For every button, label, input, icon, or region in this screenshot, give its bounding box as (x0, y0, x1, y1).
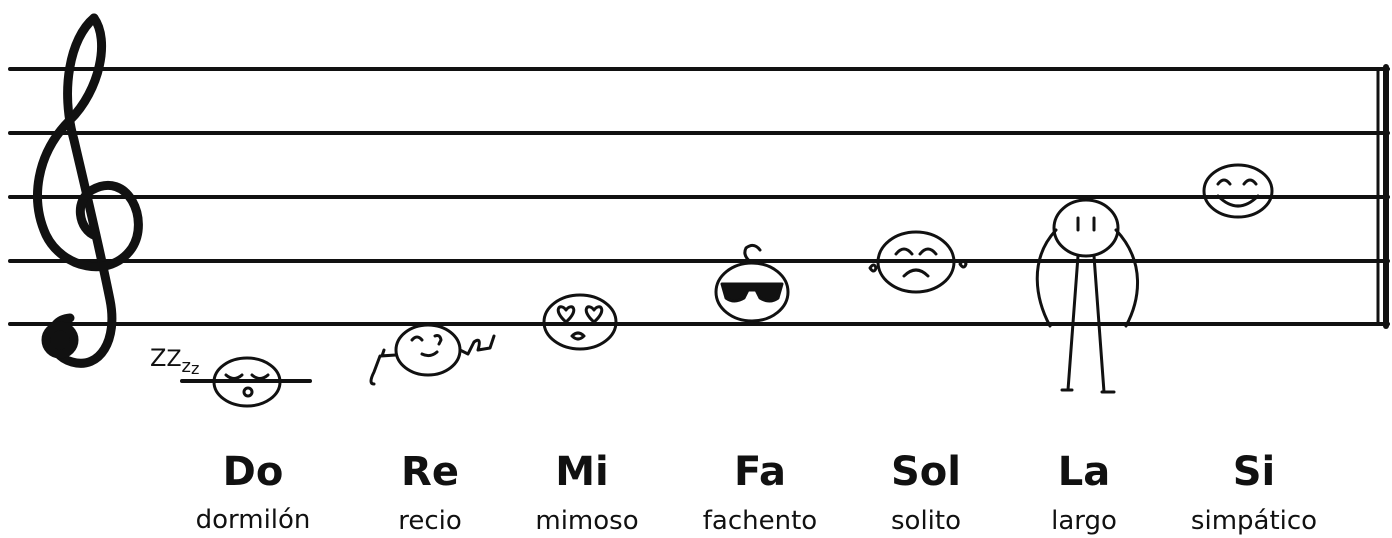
note-la-name: La (1057, 449, 1111, 495)
note-sol-desc: solito (890, 506, 961, 536)
zzz-letter-2: Z (166, 347, 182, 372)
note-mi-face-icon (542, 293, 618, 351)
note-fa-desc: fachento (702, 506, 818, 536)
note-la-desc: largo (1051, 506, 1117, 536)
note-sol-face-icon (868, 230, 968, 294)
note-fa-name: Fa (734, 449, 786, 495)
note-mi-name: Mi (555, 449, 609, 495)
note-re-face-icon (369, 323, 496, 386)
note-do-name: Do (222, 449, 284, 495)
note-fa-face-icon (714, 243, 790, 323)
note-si-face-icon (1202, 163, 1274, 219)
zzz-letter-3: z (181, 356, 191, 377)
note-do-desc: dormilón (195, 505, 311, 535)
note-la-face-icon (1035, 198, 1140, 394)
note-re-desc: recio (398, 506, 462, 536)
zzz-letter-4: z (190, 359, 200, 378)
note-re-name: Re (401, 449, 459, 495)
zzz-text: ZZzz (150, 344, 199, 377)
note-si-desc: simpático (1190, 506, 1318, 536)
note-do-face-icon (212, 356, 282, 408)
treble-clef-icon (33, 13, 143, 368)
note-si-name: Si (1232, 449, 1276, 495)
note-sol-name: Sol (891, 449, 961, 495)
note-mi-desc: mimoso (535, 506, 639, 536)
zzz-letter-1: Z (150, 344, 167, 372)
